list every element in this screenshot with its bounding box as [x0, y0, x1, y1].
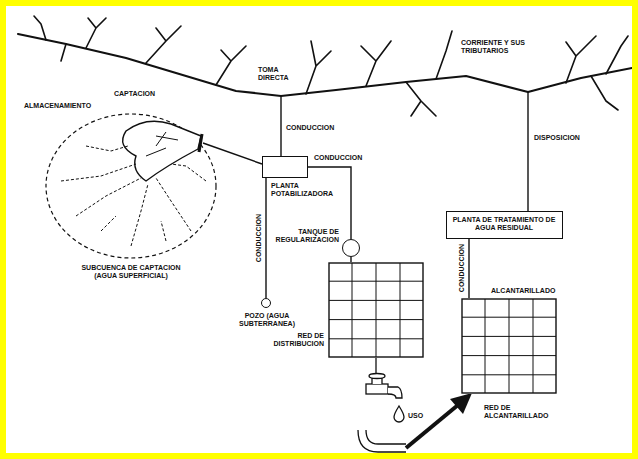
- wastewater-plant-box: PLANTA DE TRATAMIENTO DE AGUA RESIDUAL: [446, 211, 563, 239]
- faucet: [358, 358, 406, 452]
- annotation-label: CONDUCCION: [286, 124, 336, 132]
- node-label: TANQUE DE REGULARIZACION: [271, 228, 339, 244]
- annotation-label: SUBCUENCA DE CAPTACION (AGUA SUPERFICIAL…: [76, 264, 186, 280]
- edge-label: CONDUCCION: [458, 244, 466, 292]
- regulation-tank: TANQUE DE REGULARIZACION: [342, 239, 360, 257]
- distribution-grid: RED DE DISTRIBUCION: [328, 262, 424, 358]
- sewer-arrow: [406, 393, 472, 448]
- edge-label: CONDUCCION: [255, 214, 263, 262]
- annotation-label: RED DE ALCANTARILLADO: [484, 404, 556, 420]
- grid-outline: [461, 298, 557, 394]
- node-label: RED DE DISTRIBUCION: [270, 332, 324, 348]
- river: [18, 16, 632, 116]
- annotation-label: CONDUCCION: [314, 154, 364, 162]
- node-label: POZO (AGUA SUBTERRANEA): [222, 312, 312, 328]
- node-label: ALCANTARILLADO: [491, 287, 561, 295]
- annotation-label: USO: [408, 412, 428, 420]
- node-label: PLANTA DE TRATAMIENTO DE AGUA RESIDUAL: [452, 216, 556, 232]
- subbasin: [46, 114, 216, 258]
- conduction-line: [265, 178, 266, 298]
- grid-outline: [328, 262, 424, 358]
- annotation-label: ALMACENAMIENTO: [24, 102, 94, 110]
- annotation-label: CAPTACION: [114, 90, 164, 98]
- node-label: PLANTA POTABILIZADORA: [271, 182, 335, 198]
- conduction-lines: [203, 92, 528, 211]
- annotation-label: DISPOSICION: [534, 134, 589, 142]
- annotation-label: CORRIENTE Y SUS TRIBUTARIOS: [461, 39, 539, 55]
- conduction-line: [468, 239, 469, 298]
- sewer-grid: ALCANTARILLADO: [461, 298, 557, 394]
- well: POZO (AGUA SUBTERRANEA): [261, 298, 271, 308]
- treatment-plant-box: PLANTA POTABILIZADORA: [262, 156, 308, 178]
- annotation-label: TOMA DIRECTA: [258, 66, 298, 82]
